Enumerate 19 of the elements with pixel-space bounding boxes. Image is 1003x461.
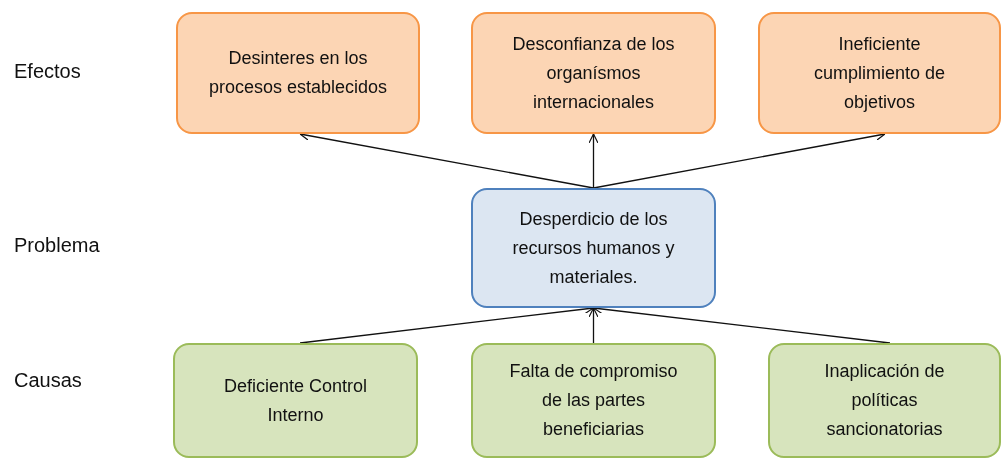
node-text: Desconfianza de los organísmos internacionales [511,32,676,114]
node-text: Ineficiente cumplimiento de objetivos [812,32,947,114]
problem-box [471,188,716,308]
effect-box [758,12,1001,134]
node-text: Falta de compromiso de las partes beneficiarias [508,360,679,441]
arrow [588,307,599,344]
node-text: Desperdicio de los recursos humanos y materiales. [511,207,676,289]
cause-box [173,343,418,458]
cause-box [471,343,716,458]
node-text: Deficiente Control Interno [222,374,369,427]
cause-box [768,343,1001,458]
row-label: Problema [14,234,100,257]
node-text: Desinteres en los procesos establecidos [207,47,389,99]
row-label: Efectos [14,60,81,83]
effect-box [471,12,716,134]
row-label: Causas [14,369,82,392]
effect-box [176,12,420,134]
arrow [588,133,599,189]
node-text: Inaplicación de políticas sancionatorias [823,360,946,441]
